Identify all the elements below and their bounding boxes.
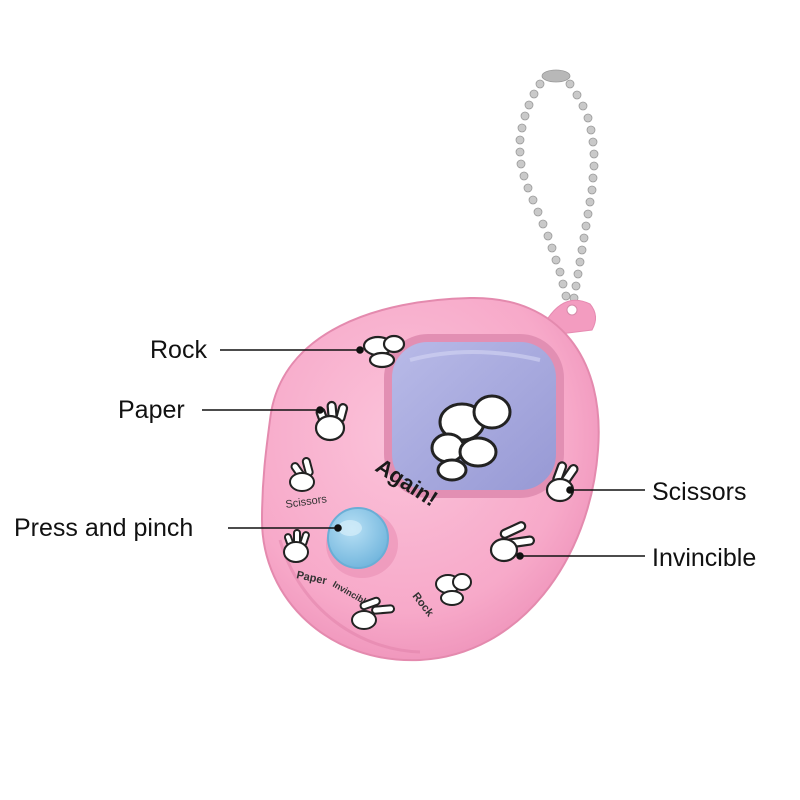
callout-rock: Rock — [150, 336, 207, 364]
paper-small-hand-icon — [283, 529, 310, 563]
scissors-hand-icon — [545, 461, 579, 503]
callout-invincible: Invincible — [652, 544, 757, 572]
invincible-hand-icon — [489, 521, 536, 563]
callout-paper: Paper — [118, 396, 185, 424]
paper-hand-icon — [314, 400, 349, 442]
rock-small-hand-icon — [435, 573, 472, 606]
invincible-small-hand-icon — [351, 596, 396, 630]
key-tab — [547, 299, 596, 335]
rock-hand-icon — [362, 334, 406, 369]
scissors-small-hand-icon — [289, 457, 315, 492]
callout-scissors: Scissors — [652, 478, 747, 506]
printed-scissors: Scissors — [285, 493, 328, 511]
screen-rock-hand-icon — [430, 394, 512, 482]
callout-press-and-pinch: Press and pinch — [14, 514, 194, 542]
callout-lines — [202, 346, 645, 560]
press-pinch-button[interactable] — [327, 507, 389, 569]
ball-chain — [515, 69, 599, 303]
